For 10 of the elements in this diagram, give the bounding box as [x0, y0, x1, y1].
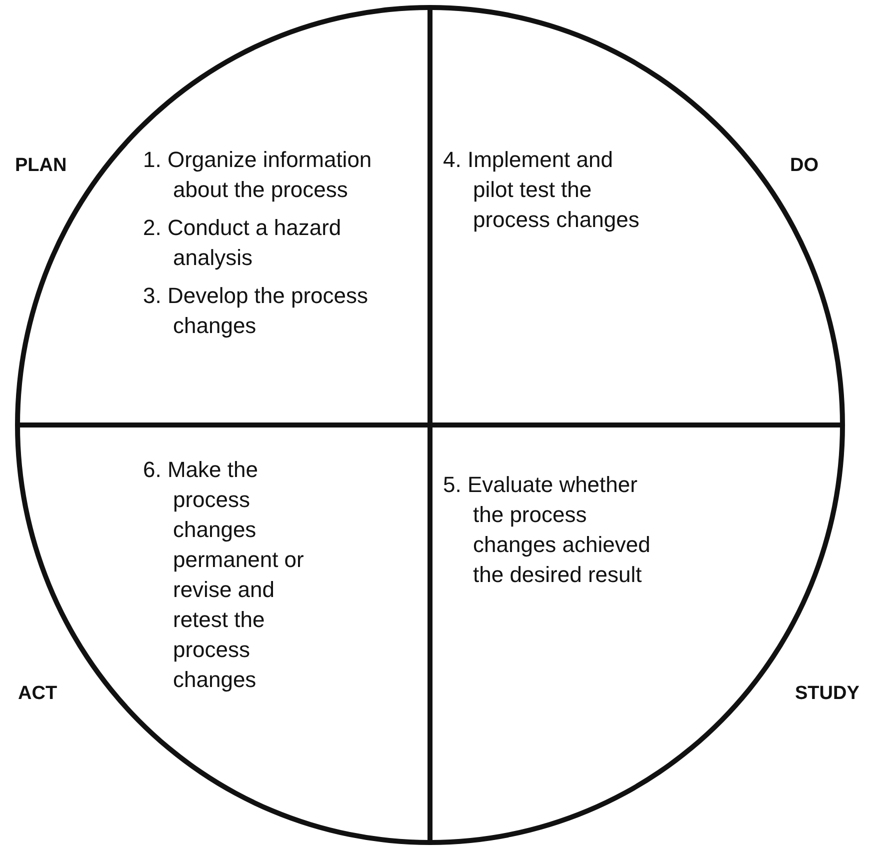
step-text: 4. Implement and pilot test the process changes [443, 146, 640, 234]
step-text: 1. Organize information about the process [143, 146, 373, 204]
phase-label: PLAN [15, 155, 67, 177]
step-text: 6. Make the process changes permanent or revise and retest the process changes [143, 456, 305, 694]
step-text: 5. Evaluate whether the process changes achieved the desired result [443, 471, 652, 589]
phase-label: DO [790, 155, 818, 177]
phase-label: STUDY [795, 683, 860, 705]
step-text: 3. Develop the process changes [143, 282, 370, 340]
step-text: 2. Conduct a hazard analysis [143, 214, 342, 272]
phase-label: ACT [18, 683, 58, 705]
